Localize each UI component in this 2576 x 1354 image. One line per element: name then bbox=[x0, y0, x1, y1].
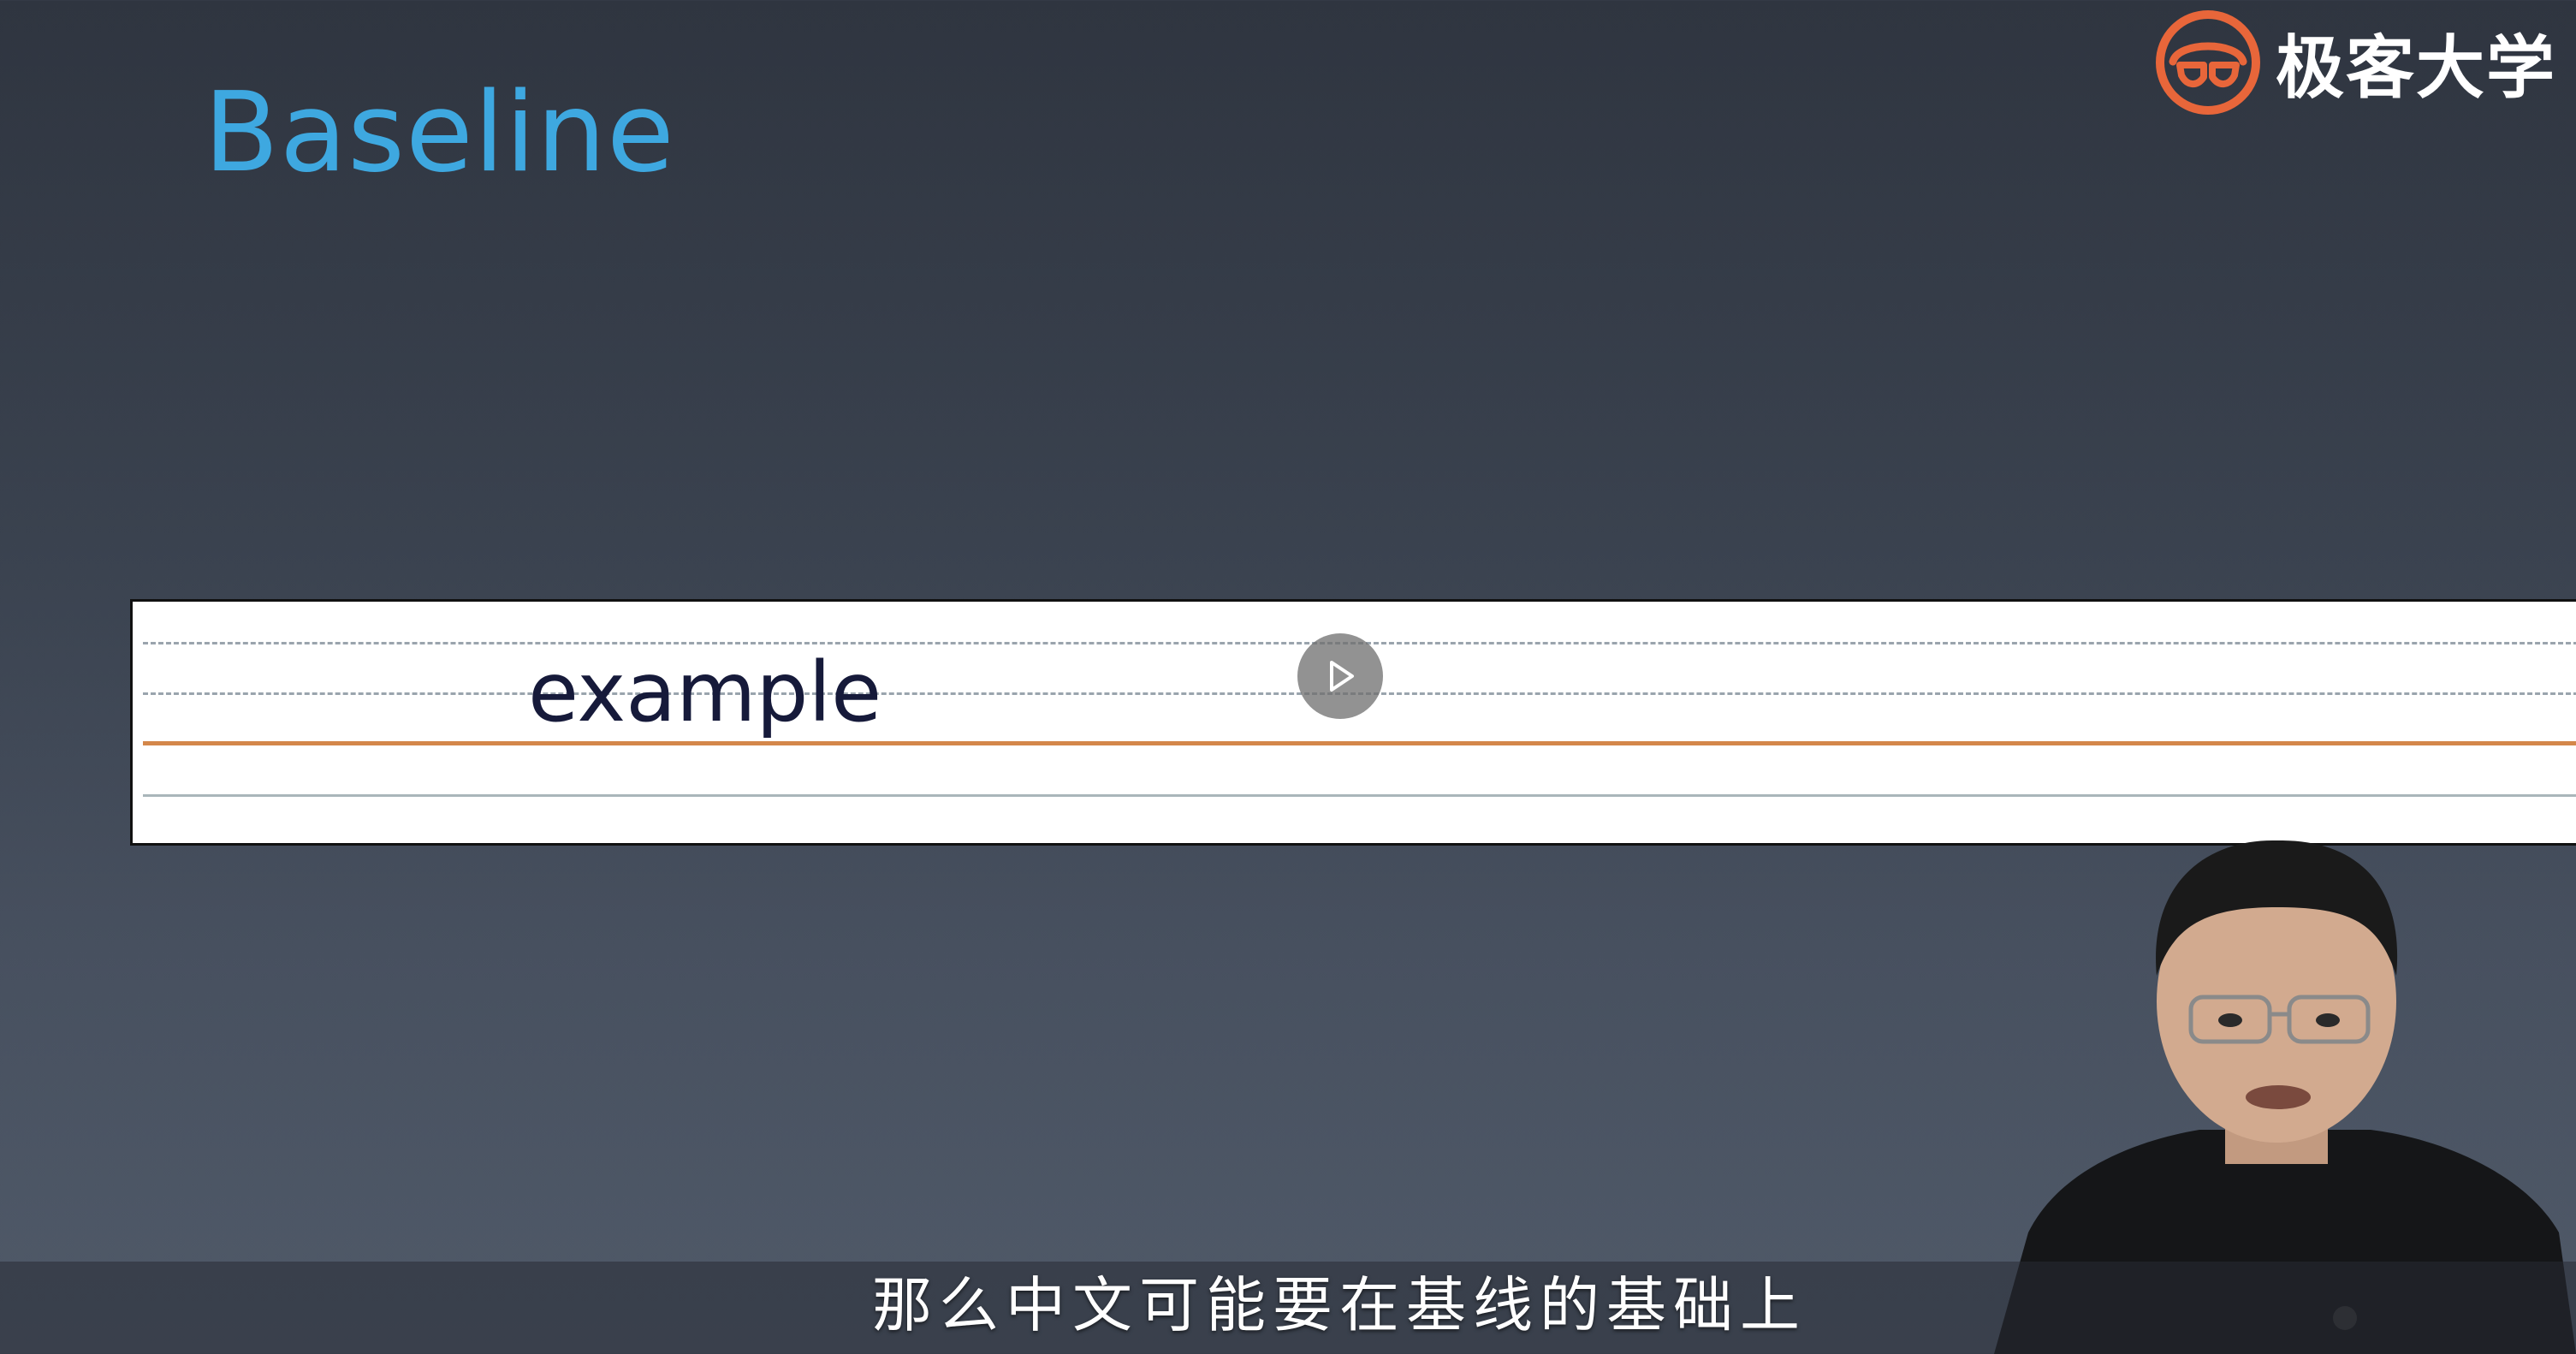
subtitle-text: 那么中文可能要在基线的基础上 bbox=[872, 1270, 1807, 1340]
example-word: example bbox=[528, 644, 882, 740]
descender-guide-line bbox=[143, 794, 2576, 797]
logo-text: 极客大学 bbox=[2276, 28, 2556, 108]
play-icon bbox=[1330, 661, 1354, 692]
baseline-line bbox=[143, 741, 2576, 745]
slide-title: Baseline bbox=[204, 69, 675, 197]
brand-logo: 极客大学 bbox=[2152, 7, 2556, 118]
play-button[interactable] bbox=[1297, 633, 1383, 719]
geektime-logo-icon bbox=[2156, 10, 2260, 115]
subtitle-bar bbox=[0, 1262, 2576, 1354]
